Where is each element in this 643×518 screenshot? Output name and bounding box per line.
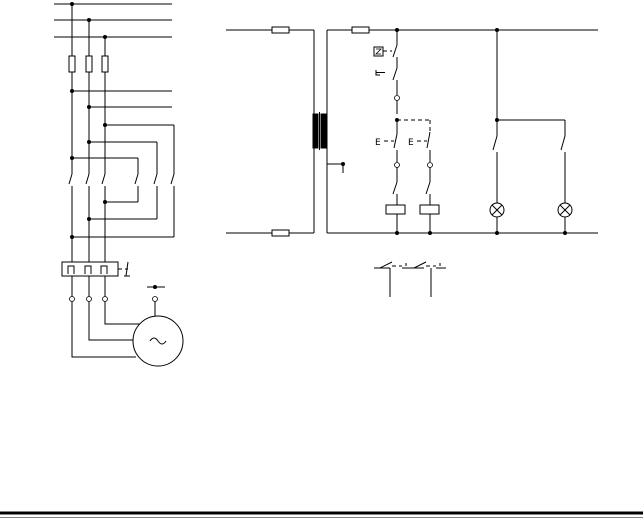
transformer-primary: [226, 26, 315, 237]
power-bus-lines: [54, 2, 172, 39]
motor-terminals: [69, 285, 165, 358]
contactor-coils: [385, 204, 440, 233]
lamp-branches: [492, 30, 566, 203]
control-rails: [327, 26, 598, 235]
page-footer-rule: [0, 511, 643, 518]
pushbutton-label-1: E: [375, 138, 381, 148]
stop-button-branch: [373, 30, 400, 114]
branch-lines: [70, 89, 175, 174]
start-pushbuttons: E E: [375, 118, 433, 205]
motor-symbol: [132, 315, 184, 367]
main-fuses: [68, 4, 109, 174]
pushbutton-label-2: E: [408, 138, 414, 148]
transformer-core: [312, 30, 345, 233]
thermal-overload-relay: [61, 261, 130, 297]
auxiliary-contacts: [374, 261, 446, 297]
indicator-lamps: [489, 202, 573, 233]
contactor-contacts: [68, 173, 175, 262]
